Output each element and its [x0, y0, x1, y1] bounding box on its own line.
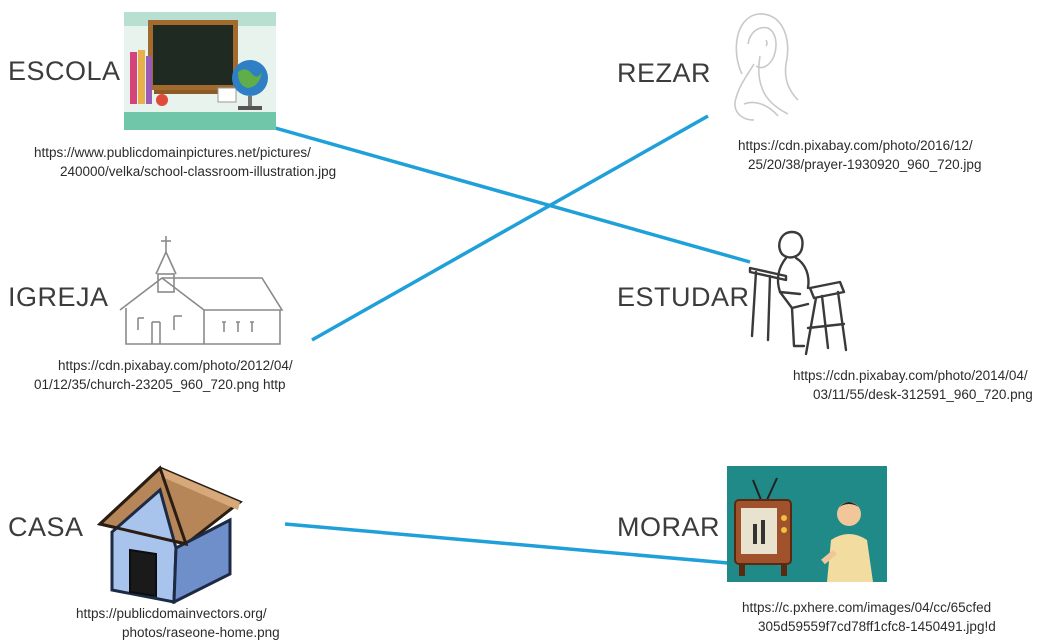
url-line: https://cdn.pixabay.com/photo/2014/04/	[793, 368, 1028, 383]
url-line: 03/11/55/desk-312591_960_720.png	[813, 387, 1033, 402]
praying-woman-drawing-icon	[714, 4, 810, 124]
url-line: https://publicdomainvectors.org/	[76, 606, 267, 621]
word-escola: ESCOLA	[8, 56, 121, 86]
url-line: photos/raseone-home.png	[122, 625, 280, 640]
url-line: https://cdn.pixabay.com/photo/2016/12/	[738, 138, 973, 153]
word-estudar: ESTUDAR	[617, 282, 750, 312]
url-line: 240000/velka/school-classroom-illustrati…	[60, 164, 337, 179]
url-line: https://cdn.pixabay.com/photo/2012/04/	[58, 358, 293, 373]
connector-escola-estudar	[267, 124, 751, 264]
url-line: 25/20/38/prayer-1930920_960_720.jpg	[748, 157, 982, 172]
url-escola: https://www.publicdomainpictures.net/pic…	[34, 143, 336, 181]
school-classroom-picture-icon	[124, 12, 276, 130]
student-at-desk-drawing-icon	[748, 228, 852, 356]
url-line: 01/12/35/church-23205_960_720.png http	[34, 377, 286, 392]
word-morar: MORAR	[617, 512, 720, 542]
man-watching-tv-picture-icon	[727, 466, 887, 582]
url-line: https://www.publicdomainpictures.net/pic…	[34, 145, 311, 160]
url-casa: https://publicdomainvectors.org/ photos/…	[76, 604, 280, 642]
house-icon	[90, 462, 248, 604]
url-estudar: https://cdn.pixabay.com/photo/2014/04/ 0…	[793, 366, 1033, 404]
word-rezar: REZAR	[617, 58, 712, 88]
connector-casa-morar	[284, 522, 729, 565]
url-rezar: https://cdn.pixabay.com/photo/2016/12/ 2…	[738, 136, 981, 174]
url-igreja: https://cdn.pixabay.com/photo/2012/04/ 0…	[34, 356, 293, 394]
url-morar: https://c.pxhere.com/images/04/cc/65cfed…	[742, 598, 996, 636]
connector-igreja-rezar	[311, 114, 709, 342]
url-line: 305d59559f7cd78ff1cfc8-1450491.jpg!d	[758, 619, 996, 634]
church-drawing-icon	[112, 234, 284, 346]
word-igreja: IGREJA	[8, 282, 109, 312]
url-line: https://c.pxhere.com/images/04/cc/65cfed	[742, 600, 992, 615]
word-casa: CASA	[8, 512, 84, 542]
